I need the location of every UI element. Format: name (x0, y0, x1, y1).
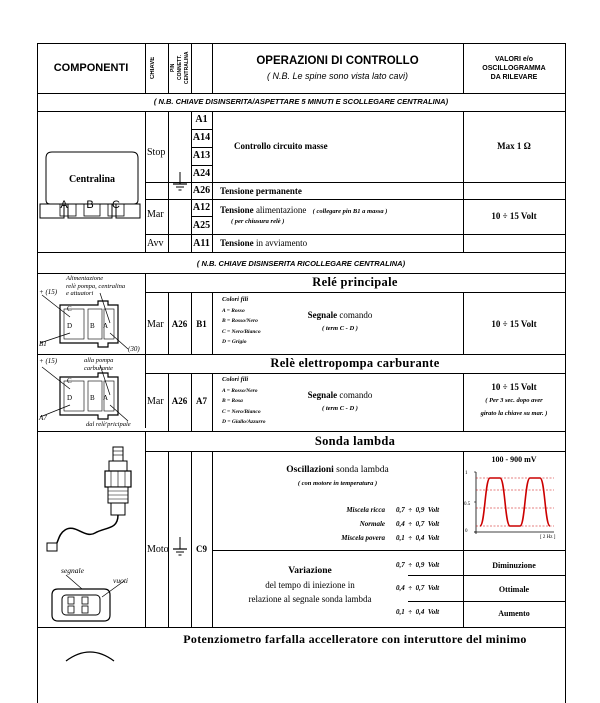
range-alimentazione: 10 ÷ 15 Volt (491, 211, 537, 221)
variazione-line2: relazione al segnale sonda lambda (248, 594, 372, 604)
chart-title: 100 - 900 mV (491, 455, 537, 464)
rele-pompa-title: Relè elettropompa carburante (270, 356, 440, 370)
chiave-mar: Mar (147, 209, 164, 220)
rp-term: ( term C - D ) (322, 325, 358, 332)
pin-a24: A24 (192, 168, 211, 179)
rp-segnale: Segnale comando (307, 310, 373, 320)
sonda-osc-sub: ( con motore in temperatura ) (297, 480, 378, 487)
centralina-label: Centralina (68, 174, 116, 185)
ground-icon-sonda (173, 537, 187, 556)
rpc-range-note1: ( Per 3 sec. dopo aver (485, 397, 543, 404)
chart-y-tick-1: 1 (465, 471, 468, 476)
header-componenti: COMPONENTI (53, 62, 129, 74)
rp-chiave-mar: Mar (147, 319, 164, 330)
conn-c: C (112, 199, 120, 211)
rp-pin-b1: B1 (196, 319, 207, 329)
tensione-avviamento: Tensione in avviamento (220, 238, 308, 248)
sonda-chiave-moto: Moto (147, 544, 169, 555)
rp-colori: Colori fili A = Rosso B = Rosso/Nero C =… (222, 296, 261, 345)
conn-b: B (86, 199, 94, 211)
note-ricollegare: ( N.B. CHIAVE DISINSERITA RICOLLEGARE CE… (196, 259, 406, 268)
ground-icon (173, 172, 187, 191)
sonda-vuoti-label: vuoti (113, 576, 128, 585)
lambda-connector-drawing (51, 574, 125, 622)
tensione-permanente: Tensione permanente (220, 186, 302, 196)
rp-range: 10 ÷ 15 Volt (491, 319, 537, 329)
pin-a26: A26 (192, 185, 211, 196)
rpc-range-note2: girato la chiave su mar. ) (480, 410, 548, 417)
sonda-oscillazioni: Oscillazioni sonda lambda (286, 465, 389, 475)
pin-a11: A11 (193, 238, 210, 249)
pin-a25: A25 (192, 220, 211, 231)
rpc-colori: Colori fili A = Rosso/Nero B = Rosa C = … (222, 376, 266, 425)
sonda-lambda-title: Sonda lambda (314, 434, 396, 448)
header-valori: VALORI e/o OSCILLOGRAMMA DA RILEVARE (482, 56, 546, 81)
chart-signal-line (479, 477, 551, 527)
pin-a13: A13 (192, 150, 211, 161)
rpc-chiave-mar: Mar (147, 396, 164, 407)
header-pin: PIN CONNETT. CENTRALINA (170, 51, 190, 85)
chiave-avv: Avv (147, 238, 164, 249)
chart-y-tick-0: 0 (465, 529, 468, 534)
tensione-alimentazione-note: ( per chiusura relè ) (231, 218, 285, 225)
header-operazioni-title: OPERAZIONI DI CONTROLLO (256, 55, 419, 67)
rpc-range: 10 ÷ 15 Volt (491, 382, 537, 392)
pin-a12: A12 (192, 202, 211, 213)
chart-hz-label: [ 2 Hz ] (540, 535, 556, 540)
rpc-segnale: Segnale comando (307, 390, 373, 400)
chart-y-tick-05: 0.5 (464, 502, 471, 507)
header-chiave: CHIAVE (150, 56, 156, 80)
rpc-pin-a26: A26 (171, 396, 188, 406)
tensione-alimentazione: Tensione alimentazione ( collegare pin B… (220, 205, 388, 215)
variazione-line1: del tempo di iniezione in (265, 580, 355, 590)
sonda-pin-c9: C9 (196, 544, 207, 554)
pin-a14: A14 (192, 132, 211, 143)
sonda-segnale-label: segnale (61, 566, 84, 575)
chiave-stop: Stop (147, 147, 166, 158)
rp-pin-a26: A26 (171, 319, 188, 329)
lambda-sensor-drawing (46, 446, 132, 552)
lambda-oscillogram (474, 471, 554, 534)
potenziometro-title: Potenziometro farfalla accelleratore con… (183, 632, 527, 646)
potenziometro-drawing (65, 651, 115, 662)
conn-a: A (60, 199, 68, 211)
rele-principale-title: Relé principale (312, 275, 398, 289)
note-chiave-disinserita: ( N.B. CHIAVE DISINSERITA/ASPETTARE 5 MI… (153, 97, 449, 106)
header-operazioni-sub: ( N.B. Le spine sono vista lato cavi) (266, 71, 409, 81)
rpc-pin-a7: A7 (196, 396, 207, 406)
pin-a1: A1 (195, 114, 208, 125)
controllo-masse: Controllo circuito masse (234, 141, 328, 151)
variazione-title: Variazione (288, 566, 332, 576)
rpc-term: ( term C - D ) (322, 405, 358, 412)
max-ohm: Max 1 Ω (497, 141, 531, 151)
